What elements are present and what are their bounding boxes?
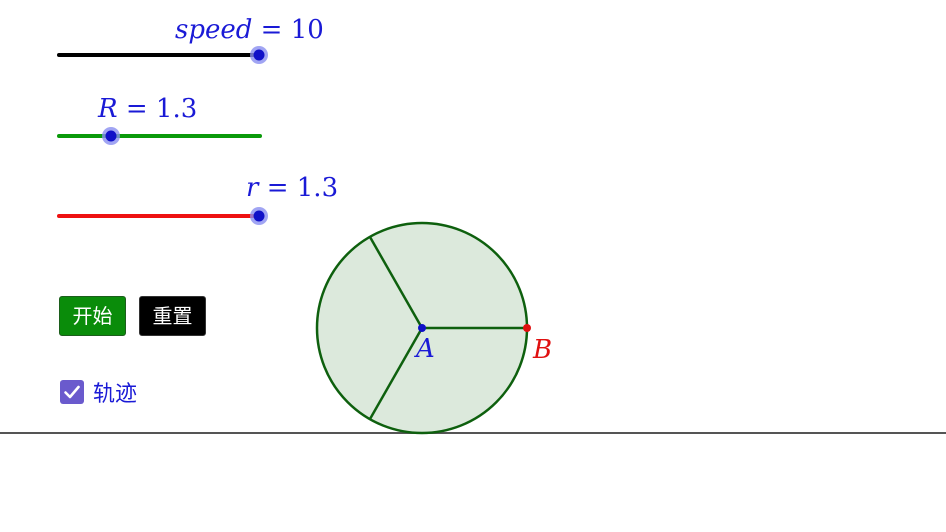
trace-label: 轨迹 [93,382,138,407]
point-A[interactable]: A [414,324,435,364]
trace-checkbox[interactable]: 轨迹 [60,378,138,407]
slider-speed-handle-dot[interactable] [253,49,265,61]
start-button[interactable]: 开始 [59,296,126,336]
point-B-label: B [532,335,552,365]
checkmark-icon [64,385,80,399]
wheel-spoke [368,236,424,329]
slider-r-label: r = 1.3 [246,173,338,203]
slider-speed-label: speed = 10 [175,15,324,45]
point-A-dot[interactable] [418,324,426,332]
reset-button[interactable]: 重置 [139,296,206,336]
point-B-dot[interactable] [523,324,531,332]
checkbox-checked-icon[interactable] [60,380,84,404]
slider-r-handle-dot[interactable] [253,210,265,222]
slider-R[interactable]: R = 1.3 [57,94,262,145]
slider-R-handle-dot[interactable] [105,130,117,142]
point-B[interactable]: B [523,324,552,365]
wheel-spoke [368,327,424,420]
slider-speed[interactable]: speed = 10 [57,15,324,64]
slider-R-label: R = 1.3 [97,94,197,124]
slider-r[interactable]: r = 1.3 [57,173,338,225]
point-A-label: A [414,334,435,364]
